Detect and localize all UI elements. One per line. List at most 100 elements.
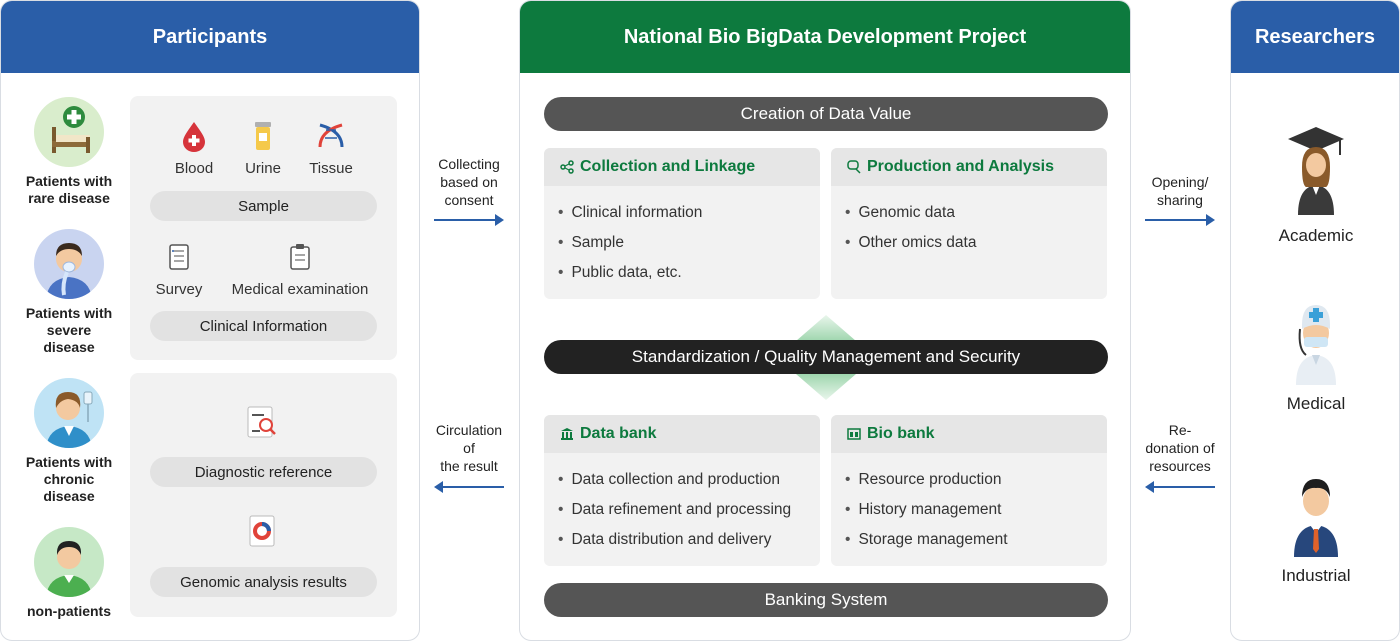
flow-label-line: resources bbox=[1149, 458, 1211, 474]
list-item: Public data, etc. bbox=[558, 258, 820, 288]
flow-label-line: consent bbox=[444, 192, 494, 208]
urine-item: Urine bbox=[233, 118, 293, 177]
blood-item: Blood bbox=[164, 118, 224, 177]
nurse-icon bbox=[1231, 299, 1399, 390]
person-label-line: severe bbox=[46, 322, 92, 338]
genomic-report-icon bbox=[248, 514, 278, 555]
person-label-line: Patients with bbox=[25, 454, 113, 470]
list-item: Clinical information bbox=[558, 198, 820, 228]
collecting-label: Collecting based on consent bbox=[414, 155, 524, 209]
card-title: Production and Analysis bbox=[831, 148, 1107, 186]
flow-label-line: donation of bbox=[1145, 440, 1215, 456]
hospital-bed-icon bbox=[34, 97, 104, 167]
survey-checklist-icon bbox=[144, 239, 214, 275]
chat-search-icon bbox=[847, 160, 861, 174]
project-title: National Bio BigData Development Project bbox=[520, 1, 1130, 73]
genomic-analysis-pill: Genomic analysis results bbox=[150, 567, 377, 597]
flow-label-line: based on bbox=[440, 174, 498, 190]
down-triangle-icon bbox=[796, 374, 856, 405]
researcher-label: Medical bbox=[1286, 394, 1346, 413]
circulation-label: Circulation of the result bbox=[414, 421, 524, 475]
patient-iv-icon bbox=[34, 378, 104, 448]
card-title: Bio bank bbox=[831, 415, 1107, 453]
list-item: Data distribution and delivery bbox=[558, 525, 820, 555]
collection-linkage-card: Collection and Linkage Clinical informat… bbox=[544, 148, 820, 299]
tissue-item: Tissue bbox=[301, 118, 361, 177]
participants-title: Participants bbox=[1, 1, 419, 73]
survey-item: Survey bbox=[144, 239, 214, 298]
researcher-academic: Academic bbox=[1231, 125, 1399, 246]
circulation-arrow bbox=[434, 481, 504, 493]
card-title: Data bank bbox=[544, 415, 820, 453]
flow-label-line: sharing bbox=[1157, 192, 1203, 208]
collecting-arrow bbox=[434, 214, 504, 226]
medical-exam-item: Medical examination bbox=[220, 239, 380, 298]
sample-item-label: Tissue bbox=[309, 160, 353, 177]
person-label-line: Patients with bbox=[25, 173, 113, 189]
flow-label-line: the result bbox=[440, 458, 498, 474]
opening-arrow bbox=[1145, 214, 1215, 226]
flow-label-line: of bbox=[463, 440, 475, 456]
up-triangle-icon bbox=[796, 315, 856, 346]
person-label-line: disease bbox=[43, 339, 95, 355]
sample-item-label: Urine bbox=[245, 160, 281, 177]
person-icon bbox=[34, 527, 104, 597]
production-analysis-card: Production and Analysis Genomic data Oth… bbox=[831, 148, 1107, 299]
list-item: Sample bbox=[558, 228, 820, 258]
person-label-line: chronic bbox=[43, 471, 95, 487]
bank-icon bbox=[560, 427, 574, 441]
person-rare-disease: Patients with rare disease bbox=[4, 97, 134, 207]
list-item: Storage management bbox=[845, 525, 1107, 555]
clinical-item-label: Medical examination bbox=[231, 281, 369, 298]
blood-drop-icon bbox=[164, 118, 224, 154]
clinical-information-pill: Clinical Information bbox=[150, 311, 377, 341]
creation-of-data-value-bar: Creation of Data Value bbox=[544, 97, 1108, 131]
researchers-title: Researchers bbox=[1231, 1, 1399, 73]
list-item: Resource production bbox=[845, 465, 1107, 495]
card-title-text: Bio bank bbox=[867, 425, 935, 442]
diagnostic-search-icon bbox=[246, 405, 278, 446]
sample-pill: Sample bbox=[150, 191, 377, 221]
flow-label-line: Circulation bbox=[435, 422, 503, 438]
list-item: Other omics data bbox=[845, 228, 1107, 258]
sample-item-label: Blood bbox=[174, 160, 214, 177]
flow-label-line: Re- bbox=[1168, 422, 1192, 438]
person-label-line: disease bbox=[43, 488, 95, 504]
researcher-industrial: Industrial bbox=[1231, 471, 1399, 586]
researcher-medical: Medical bbox=[1231, 299, 1399, 414]
opening-label: Opening/ sharing bbox=[1125, 173, 1235, 209]
participants-panel: Participants Patients with rare disease bbox=[0, 0, 420, 641]
person-chronic-disease: Patients with chronic disease bbox=[4, 378, 134, 505]
person-non-patient: non-patients bbox=[4, 527, 134, 620]
results-box: Diagnostic reference Genomic analysis re… bbox=[130, 373, 397, 617]
list-item: Genomic data bbox=[845, 198, 1107, 228]
person-label-line: non-patients bbox=[27, 603, 111, 619]
list-item: Data refinement and processing bbox=[558, 495, 820, 525]
flow-label-line: Opening/ bbox=[1151, 174, 1209, 190]
list-item: History management bbox=[845, 495, 1107, 525]
bio-bank-icon bbox=[847, 427, 861, 441]
bio-bank-card: Bio bank Resource production History man… bbox=[831, 415, 1107, 566]
clinical-item-label: Survey bbox=[155, 281, 203, 298]
clipboard-icon bbox=[220, 239, 380, 275]
researcher-label: Academic bbox=[1278, 226, 1354, 245]
network-icon bbox=[560, 160, 574, 174]
urine-cup-icon bbox=[233, 118, 293, 154]
redonation-arrow bbox=[1145, 481, 1215, 493]
flow-label-line: Collecting bbox=[438, 156, 500, 172]
businessman-icon bbox=[1231, 471, 1399, 562]
project-panel: National Bio BigData Development Project… bbox=[519, 0, 1131, 641]
redonation-label: Re- donation of resources bbox=[1125, 421, 1235, 475]
card-title-text: Collection and Linkage bbox=[580, 158, 756, 175]
graduate-icon bbox=[1231, 125, 1399, 220]
researcher-label: Industrial bbox=[1281, 566, 1351, 585]
card-title-text: Data bank bbox=[580, 425, 657, 442]
person-severe-disease: Patients with severe disease bbox=[4, 229, 134, 356]
standardization-bar: Standardization / Quality Management and… bbox=[544, 340, 1108, 374]
patient-mask-icon bbox=[34, 229, 104, 299]
banking-system-bar: Banking System bbox=[544, 583, 1108, 617]
researchers-panel: Researchers Academic bbox=[1230, 0, 1400, 641]
data-types-box: Blood Urine Tissue Sample Survey Medica bbox=[130, 96, 397, 360]
card-title-text: Production and Analysis bbox=[867, 158, 1054, 175]
list-item: Data collection and production bbox=[558, 465, 820, 495]
